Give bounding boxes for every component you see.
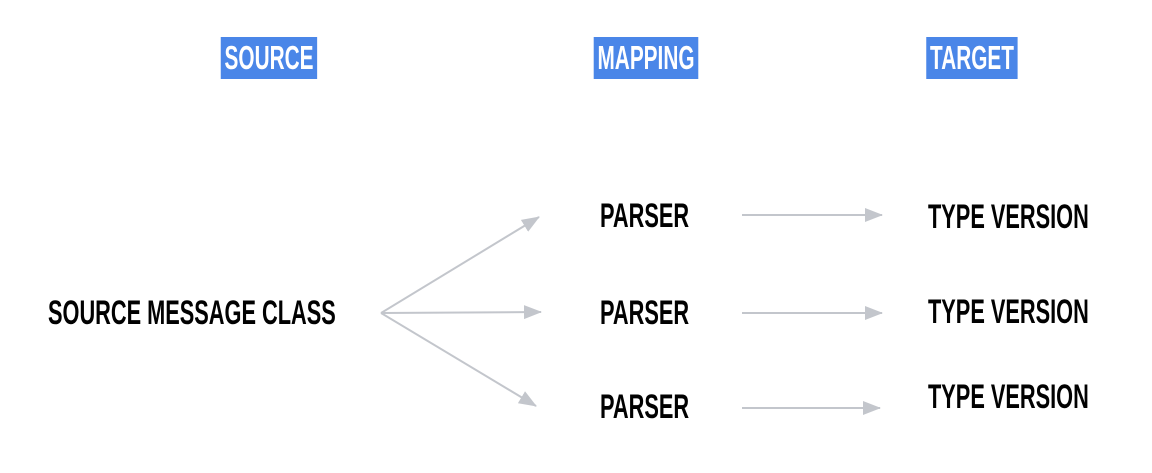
column-header-target: TARGET — [926, 37, 1018, 79]
column-header-mapping: MAPPING — [593, 37, 699, 79]
type-version-node-1: TYPE VERSION — [928, 198, 1089, 236]
arrow-source-to-parser-3 — [380, 312, 537, 407]
type-version-node-3: TYPE VERSION — [928, 378, 1089, 416]
arrow-source-to-parser-1 — [380, 216, 540, 314]
parser-node-1: PARSER — [600, 197, 690, 235]
type-version-node-2: TYPE VERSION — [928, 293, 1089, 331]
parser-node-3: PARSER — [600, 388, 690, 426]
parser-node-2: PARSER — [600, 294, 690, 332]
arrow-source-to-parser-2 — [380, 305, 542, 320]
column-header-source: SOURCE — [220, 37, 318, 79]
source-message-class-node: SOURCE MESSAGE CLASS — [48, 294, 336, 332]
